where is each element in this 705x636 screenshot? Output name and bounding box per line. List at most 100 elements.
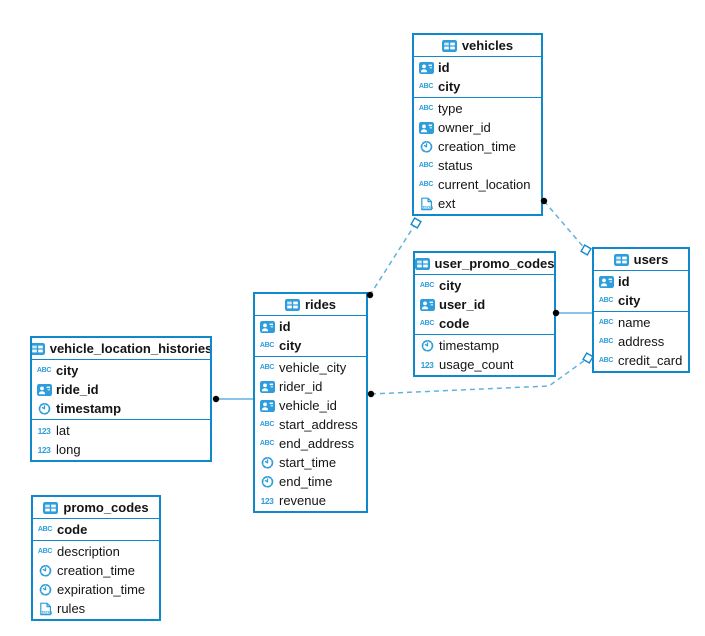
table-header[interactable]: users (594, 249, 688, 271)
column-name: revenue (279, 493, 326, 508)
uuid-icon (258, 320, 276, 333)
column-name: long (56, 442, 81, 457)
relationship-vehicles-rides[interactable] (369, 222, 417, 296)
column-row-end_time[interactable]: end_time (255, 472, 366, 491)
column-name: ext (438, 196, 456, 211)
text-icon: ABC (418, 83, 434, 90)
uuid-icon (418, 298, 436, 311)
column-row-timestamp[interactable]: timestamp (415, 336, 554, 355)
column-name: expiration_time (57, 582, 146, 597)
column-row-city[interactable]: ABC city (594, 291, 688, 310)
column-name: name (618, 315, 651, 330)
column-row-start_time[interactable]: start_time (255, 453, 366, 472)
column-row-status[interactable]: ABC status (414, 156, 541, 175)
column-row-vehicle_id[interactable]: vehicle_id (255, 396, 366, 415)
column-row-id[interactable]: id (594, 272, 688, 291)
column-row-id[interactable]: id (255, 317, 366, 336)
text-icon: ABC (37, 548, 53, 555)
column-name: start_address (279, 417, 358, 432)
timestamp-icon (36, 564, 54, 577)
table-icon (284, 298, 300, 311)
column-name: end_address (279, 436, 355, 451)
column-row-creation_time[interactable]: creation_time (33, 561, 159, 580)
relationship-rides-users[interactable] (370, 357, 589, 395)
column-name: vehicle_id (279, 398, 337, 413)
relationship-vehicles-users[interactable] (543, 200, 587, 251)
column-name: city (618, 293, 641, 308)
text-icon: ABC (598, 297, 614, 304)
uuid-icon (35, 383, 53, 396)
text-icon: ABC (418, 162, 434, 169)
column-name: rider_id (279, 379, 323, 394)
column-name: timestamp (439, 338, 499, 353)
column-name: end_time (279, 474, 333, 489)
number-icon: 123 (260, 495, 274, 506)
table-icon (441, 39, 457, 52)
column-name: city (56, 363, 79, 378)
text-icon: ABC (36, 367, 52, 374)
column-name: user_id (439, 297, 486, 312)
column-row-revenue[interactable]: 123 revenue (255, 491, 366, 510)
column-row-user_id[interactable]: user_id (415, 295, 554, 314)
column-name: city (279, 338, 302, 353)
column-row-rider_id[interactable]: rider_id (255, 377, 366, 396)
table-header[interactable]: vehicle_location_histories (32, 338, 210, 360)
table-icon (32, 342, 45, 355)
column-row-city[interactable]: ABC city (32, 361, 210, 380)
column-row-ride_id[interactable]: ride_id (32, 380, 210, 399)
text-icon: ABC (418, 105, 434, 112)
column-row-timestamp[interactable]: timestamp (32, 399, 210, 418)
column-name: address (618, 334, 665, 349)
json-icon: JSON (417, 197, 435, 211)
table-name: rides (304, 297, 337, 312)
timestamp-icon (36, 583, 54, 596)
column-name: status (438, 158, 473, 173)
column-row-creation_time[interactable]: creation_time (414, 137, 541, 156)
table-name: vehicle_location_histories (49, 341, 210, 356)
column-row-id[interactable]: id (414, 58, 541, 77)
table-icon (43, 501, 59, 514)
table-name: users (633, 252, 669, 267)
table-header[interactable]: vehicles (414, 35, 541, 57)
table-header[interactable]: rides (255, 294, 366, 316)
column-name: creation_time (438, 139, 517, 154)
column-row-expiration_time[interactable]: expiration_time (33, 580, 159, 599)
column-name: current_location (438, 177, 531, 192)
column-name: lat (56, 423, 70, 438)
table-header[interactable]: user_promo_codes (415, 253, 554, 275)
table-header[interactable]: promo_codes (33, 497, 159, 519)
column-row-owner_id[interactable]: owner_id (414, 118, 541, 137)
